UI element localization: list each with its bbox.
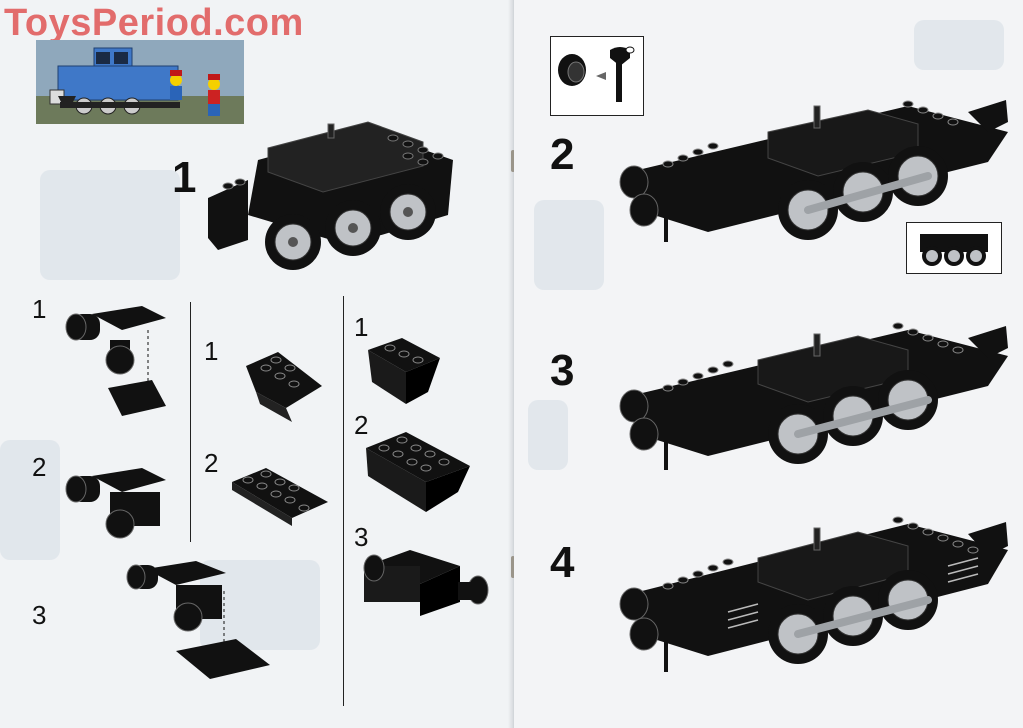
left-page: ToysPeriod.com 1: [0, 2, 489, 706]
watermark-text: ToysPeriod.com: [4, 2, 304, 44]
background-ghost-shape: [0, 440, 60, 560]
background-ghost-shape: [40, 170, 180, 280]
sub-step-label: 2: [354, 410, 369, 440]
sub-step-label: 3: [354, 522, 369, 552]
background-ghost-shape: [914, 20, 1004, 70]
sub-step-label: 1: [354, 312, 369, 342]
staple: [511, 556, 515, 578]
step-4-chassis-illustration: [619, 516, 1008, 672]
coupler-subassembly-2: [65, 468, 166, 539]
sub-step-label: 2: [204, 448, 219, 478]
plate-illustration: [232, 468, 328, 526]
sub-step-label: 2: [32, 452, 47, 482]
step-1-motor-base-illustration: [208, 121, 453, 270]
brick-illustration: [368, 338, 440, 404]
slope-brick-illustration: [246, 352, 322, 422]
step-number-4: 4: [550, 538, 575, 587]
step-number-1: 1: [172, 153, 197, 202]
background-ghost-shape: [534, 200, 604, 290]
step-number-3: 3: [550, 346, 575, 395]
background-ghost-shape: [528, 400, 568, 470]
column-divider: [343, 296, 344, 706]
sub-step-label: 3: [32, 600, 47, 630]
sub-step-label: 1: [204, 336, 219, 366]
step-2-chassis-illustration: [619, 100, 1008, 242]
step-3-chassis-illustration: [619, 322, 1008, 470]
column-divider: [190, 302, 191, 542]
wheel-icon: [778, 146, 948, 240]
parts-callout-box: [550, 36, 644, 116]
locomotive-photo: [36, 40, 244, 124]
brick-illustration: [366, 432, 470, 512]
right-page: 2 3 4: [514, 0, 1023, 728]
staple: [511, 150, 515, 172]
wheel-icon: [265, 184, 436, 270]
sub-step-label: 1: [32, 294, 47, 324]
step-number-2: 2: [550, 130, 575, 179]
coupler-subassembly-1: [65, 306, 166, 416]
coupler-subassembly-3: [126, 561, 270, 679]
coupler-subassembly-combined: [363, 550, 489, 616]
wheel-set-inset: [906, 222, 1002, 274]
